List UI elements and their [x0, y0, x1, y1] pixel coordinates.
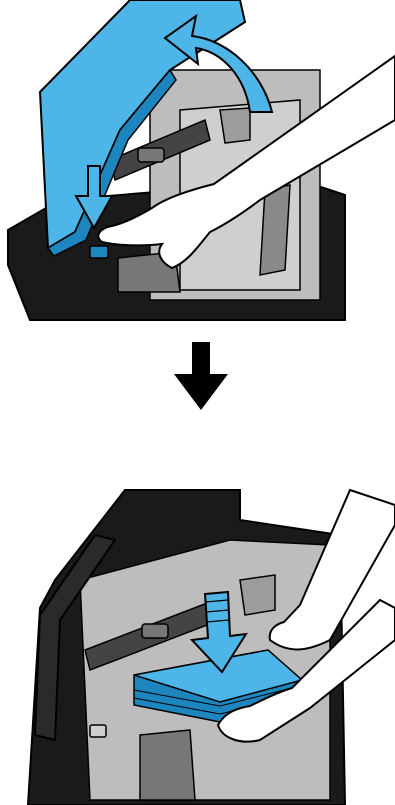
tray-slot-2 — [140, 730, 195, 800]
arrow-down-icon — [174, 342, 228, 410]
tray-guide-left — [220, 108, 250, 143]
tray-guide-right — [260, 185, 290, 275]
step-1-illustration — [8, 0, 395, 320]
cover-release-lever-2 — [90, 725, 106, 737]
feed-roller — [138, 148, 164, 162]
step-2-illustration — [28, 490, 395, 805]
tray-guide-2 — [240, 575, 275, 615]
feed-roller-2 — [142, 624, 168, 638]
cover-release-lever — [90, 246, 108, 258]
